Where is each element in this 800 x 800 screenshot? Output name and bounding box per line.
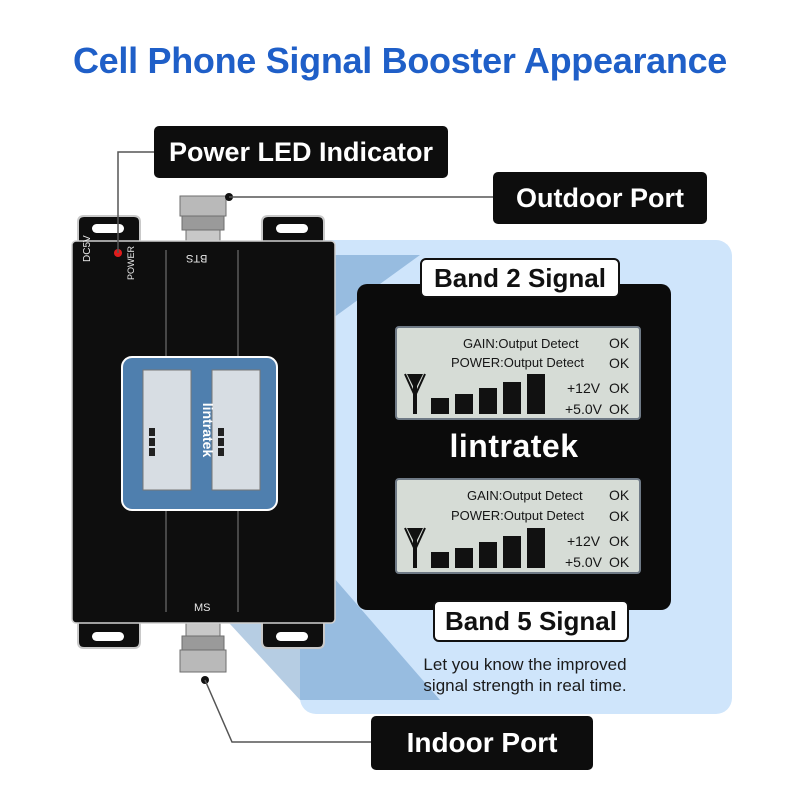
gain-ok: OK bbox=[609, 335, 630, 351]
v5-label: +5.0V bbox=[565, 554, 602, 570]
signal-bars bbox=[404, 527, 545, 568]
mounting-holes bbox=[92, 224, 308, 641]
caption-line-2: signal strength in real time. bbox=[423, 676, 627, 695]
power-row: POWER:Output Detect bbox=[451, 508, 584, 523]
gain-ok: OK bbox=[609, 487, 630, 503]
indoor-port-callout: Indoor Port bbox=[371, 716, 593, 770]
svg-text:lintratek: lintratek bbox=[200, 403, 216, 458]
leader-indoor bbox=[204, 679, 371, 743]
power-row: POWER:Output Detect bbox=[451, 355, 584, 370]
band2-label: Band 2 Signal bbox=[420, 258, 620, 298]
band2-lcd: GAIN:Output Detect OK POWER:Output Detec… bbox=[395, 326, 641, 420]
outdoor-port-connector bbox=[179, 195, 227, 245]
leader-power bbox=[117, 151, 154, 253]
v12-ok: OK bbox=[609, 533, 630, 549]
band5-label: Band 5 Signal bbox=[433, 600, 629, 642]
power-ok: OK bbox=[609, 355, 630, 371]
outdoor-port-callout: Outdoor Port bbox=[493, 172, 707, 224]
ms-label: MS bbox=[194, 602, 211, 614]
power-led-callout: Power LED Indicator bbox=[154, 126, 448, 178]
v5-ok: OK bbox=[609, 554, 630, 570]
indoor-port-connector bbox=[179, 621, 227, 673]
band5-lcd: GAIN:Output Detect OK POWER:Output Detec… bbox=[395, 478, 641, 574]
gain-row: GAIN:Output Detect bbox=[463, 336, 579, 351]
v12-ok: OK bbox=[609, 380, 630, 396]
caption-line-1: Let you know the improved bbox=[423, 655, 627, 674]
brand-logo: lintratek bbox=[449, 428, 579, 464]
gain-row: GAIN:Output Detect bbox=[467, 488, 583, 503]
page-title: Cell Phone Signal Booster Appearance bbox=[72, 40, 728, 81]
bts-label: BTS bbox=[186, 252, 208, 264]
dc5v-label: DC5V bbox=[82, 235, 93, 262]
power-ok: OK bbox=[609, 508, 630, 524]
power-label: POWER bbox=[126, 245, 136, 280]
v12-label: +12V bbox=[567, 533, 601, 549]
signal-bars bbox=[404, 373, 545, 414]
caption: Let you know the improved signal strengt… bbox=[372, 654, 678, 696]
v5-ok: OK bbox=[609, 401, 630, 417]
v12-label: +12V bbox=[567, 380, 601, 396]
v5-label: +5.0V bbox=[565, 401, 602, 417]
